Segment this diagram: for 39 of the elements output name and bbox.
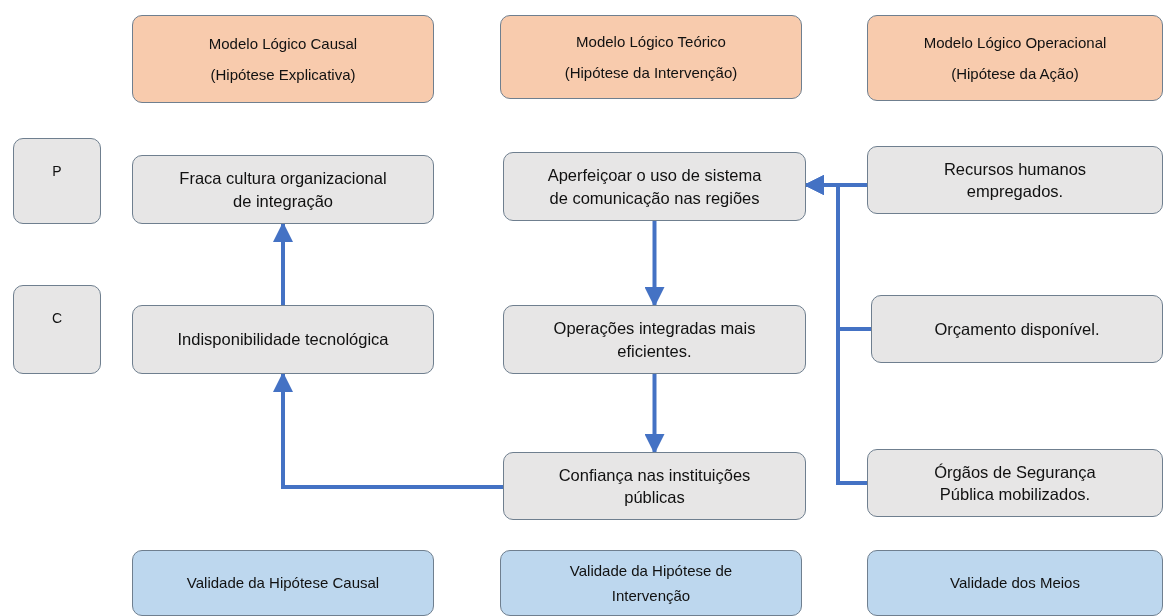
column-header-box	[867, 15, 1163, 101]
arrow	[273, 372, 503, 489]
header-subtitle: (Hipótese Explicativa)	[210, 66, 356, 83]
box-text: Operações integradas mais eficientes.	[552, 318, 757, 362]
box-text: Aperfeiçoar o uso de sistema de comunicação nas regiões	[546, 165, 763, 209]
process-box	[871, 295, 1163, 363]
box-text: Indisponibilidade tecnológica	[177, 329, 389, 351]
process-box	[132, 305, 434, 374]
box-text: Recursos humanos empregados.	[942, 158, 1088, 202]
row-label-box	[13, 138, 101, 224]
box-text: Orçamento disponível.	[934, 318, 1100, 340]
box-text: C	[51, 310, 63, 326]
header-subtitle: (Hipótese da Intervenção)	[564, 64, 738, 81]
process-box	[867, 449, 1163, 517]
header-title: Modelo Lógico Operacional	[923, 34, 1107, 51]
box-text: Órgãos de Segurança Pública mobilizados.	[933, 461, 1097, 505]
box-text: P	[52, 163, 62, 179]
box-text: Validade da Hipótese Causal	[186, 573, 380, 594]
column-header-box	[132, 15, 434, 103]
arrow	[273, 222, 293, 305]
header-title: Modelo Lógico Teórico	[576, 33, 726, 50]
column-header-box	[500, 15, 802, 99]
row-label-box	[13, 285, 101, 374]
process-box	[867, 146, 1163, 214]
validity-box	[132, 550, 434, 616]
arrow	[644, 221, 665, 307]
box-text: Confiança nas instituições públicas	[557, 464, 752, 508]
validity-box	[500, 550, 802, 616]
process-box	[503, 152, 806, 221]
box-text: Fraca cultura organizacional de integração	[178, 168, 388, 212]
process-box	[503, 452, 806, 520]
validity-box	[867, 550, 1163, 616]
box-text: Validade dos Meios	[950, 573, 1080, 594]
process-box	[503, 305, 806, 374]
header-subtitle: (Hipótese da Ação)	[951, 65, 1079, 82]
process-box	[132, 155, 434, 224]
header-title: Modelo Lógico Causal	[208, 35, 358, 52]
arrow	[644, 374, 665, 454]
box-text: Validade da Hipótese de Intervenção	[568, 560, 734, 606]
